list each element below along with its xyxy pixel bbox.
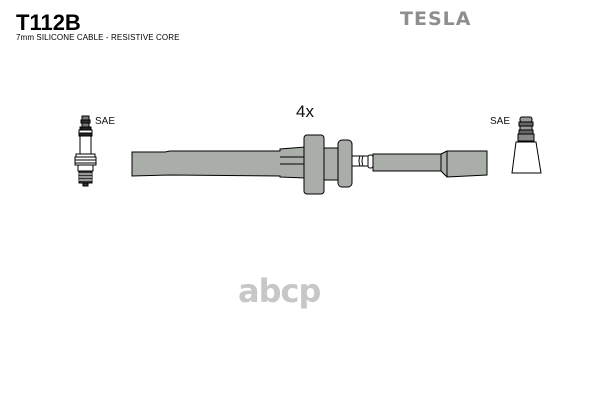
spark-plug-icon bbox=[74, 115, 97, 187]
brand-logo: TESLA bbox=[400, 8, 472, 30]
coil-boot-icon bbox=[511, 116, 542, 174]
product-description: 7mm SILICONE CABLE - RESISTIVE CORE bbox=[16, 33, 180, 42]
right-connector-label: SAE bbox=[490, 116, 511, 127]
part-number: T112B bbox=[16, 10, 81, 35]
quantity-label: 4x bbox=[296, 102, 314, 121]
watermark: abcp bbox=[238, 272, 321, 310]
left-connector-label: SAE bbox=[95, 116, 116, 127]
ignition-cable-icon bbox=[131, 134, 488, 195]
